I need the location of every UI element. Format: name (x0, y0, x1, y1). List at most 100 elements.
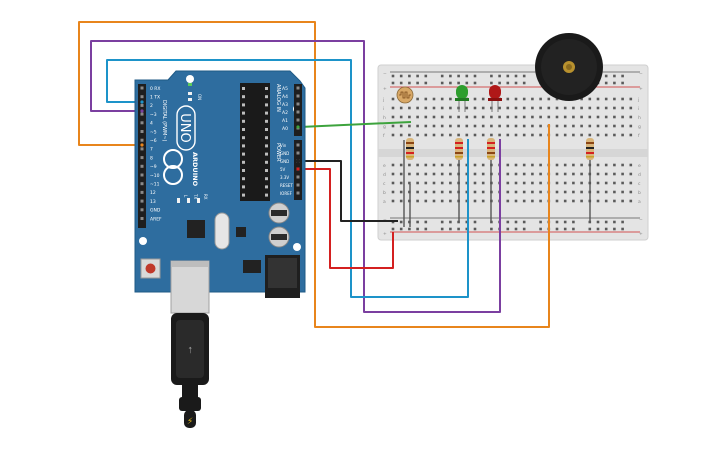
breadboard-hole[interactable] (432, 172, 436, 176)
breadboard-hole[interactable] (629, 181, 633, 185)
breadboard-hole[interactable] (539, 181, 542, 185)
digital-pin-hole[interactable] (140, 121, 144, 125)
breadboard-hole[interactable] (539, 163, 542, 167)
breadboard-hole[interactable] (547, 106, 551, 110)
breadboard-hole[interactable] (522, 220, 526, 224)
breadboard-hole[interactable] (604, 124, 608, 128)
power-pin-hole[interactable] (296, 151, 300, 155)
breadboard-hole[interactable] (416, 133, 419, 137)
breadboard-hole[interactable] (481, 199, 485, 203)
breadboard-hole[interactable] (555, 220, 559, 224)
breadboard-hole[interactable] (604, 106, 608, 110)
breadboard-hole[interactable] (506, 133, 510, 137)
breadboard-hole[interactable] (604, 97, 608, 101)
breadboard-hole[interactable] (465, 163, 469, 167)
breadboard-hole[interactable] (408, 74, 411, 78)
wire-purple[interactable] (90, 40, 501, 313)
breadboard-hole[interactable] (563, 199, 567, 203)
breadboard-hole[interactable] (391, 106, 395, 110)
breadboard-hole[interactable] (399, 106, 403, 110)
breadboard-hole[interactable] (432, 133, 436, 137)
breadboard-hole[interactable] (490, 74, 493, 78)
breadboard-hole[interactable] (588, 227, 592, 231)
digital-pin-hole[interactable] (140, 130, 144, 133)
breadboard-hole[interactable] (555, 97, 559, 101)
breadboard-hole[interactable] (457, 220, 460, 224)
breadboard-hole[interactable] (399, 163, 403, 167)
breadboard-hole[interactable] (555, 115, 559, 119)
digital-pin-hole[interactable] (140, 173, 144, 177)
breadboard-hole[interactable] (596, 97, 600, 101)
breadboard-hole[interactable] (563, 133, 567, 137)
digital-pin-hole[interactable] (140, 182, 144, 186)
breadboard-hole[interactable] (416, 97, 419, 101)
breadboard-hole[interactable] (572, 106, 575, 110)
breadboard-hole[interactable] (596, 124, 600, 128)
wire-red[interactable] (300, 168, 394, 269)
breadboard-hole[interactable] (596, 172, 600, 176)
breadboard-hole[interactable] (613, 124, 616, 128)
breadboard-hole[interactable] (481, 133, 485, 137)
breadboard-hole[interactable] (613, 74, 616, 78)
breadboard-hole[interactable] (449, 124, 452, 128)
breadboard-hole[interactable] (440, 220, 444, 224)
breadboard-hole[interactable] (440, 133, 444, 137)
breadboard-hole[interactable] (391, 74, 395, 78)
breadboard-hole[interactable] (563, 190, 567, 194)
breadboard-hole[interactable] (563, 115, 567, 119)
breadboard-hole[interactable] (522, 133, 526, 137)
breadboard-hole[interactable] (416, 115, 419, 119)
breadboard-hole[interactable] (555, 124, 559, 128)
breadboard-hole[interactable] (629, 133, 633, 137)
breadboard-hole[interactable] (457, 124, 460, 128)
breadboard-hole[interactable] (416, 124, 419, 128)
breadboard-hole[interactable] (440, 199, 444, 203)
breadboard-hole[interactable] (424, 181, 428, 185)
breadboard-hole[interactable] (621, 172, 624, 176)
breadboard-hole[interactable] (490, 106, 493, 110)
breadboard-hole[interactable] (473, 163, 477, 167)
breadboard-hole[interactable] (539, 220, 542, 224)
breadboard-hole[interactable] (440, 190, 444, 194)
breadboard-hole[interactable] (514, 74, 518, 78)
breadboard-hole[interactable] (522, 190, 526, 194)
breadboard-hole[interactable] (629, 106, 633, 110)
breadboard-hole[interactable] (424, 124, 428, 128)
breadboard-hole[interactable] (580, 115, 583, 119)
digital-pin-hole[interactable] (140, 86, 144, 90)
breadboard-hole[interactable] (514, 133, 518, 137)
breadboard-hole[interactable] (473, 220, 477, 224)
breadboard-hole[interactable] (506, 97, 510, 101)
breadboard-hole[interactable] (424, 74, 428, 78)
wire-green[interactable] (299, 121, 412, 128)
breadboard-hole[interactable] (621, 220, 624, 224)
breadboard-hole[interactable] (531, 106, 534, 110)
digital-pin-hole[interactable] (140, 217, 144, 220)
breadboard-hole[interactable] (473, 181, 477, 185)
breadboard-hole[interactable] (408, 133, 411, 137)
breadboard-hole[interactable] (432, 124, 436, 128)
breadboard-hole[interactable] (629, 115, 633, 119)
breadboard-hole[interactable] (449, 163, 452, 167)
breadboard-hole[interactable] (596, 199, 600, 203)
breadboard-hole[interactable] (531, 172, 534, 176)
breadboard-hole[interactable] (580, 133, 583, 137)
breadboard-hole[interactable] (408, 106, 411, 110)
breadboard-hole[interactable] (522, 74, 526, 78)
digital-pin-hole[interactable] (140, 164, 144, 168)
breadboard-hole[interactable] (416, 81, 419, 85)
breadboard-hole[interactable] (391, 81, 395, 85)
breadboard-hole[interactable] (432, 97, 436, 101)
breadboard-hole[interactable] (457, 133, 460, 137)
breadboard-hole[interactable] (408, 172, 411, 176)
breadboard-hole[interactable] (613, 81, 616, 85)
breadboard-hole[interactable] (596, 181, 600, 185)
power-pin-hole[interactable] (296, 175, 300, 179)
power-pin-hole[interactable] (296, 143, 300, 147)
breadboard-hole[interactable] (506, 172, 510, 176)
breadboard-hole[interactable] (539, 227, 542, 231)
breadboard-hole[interactable] (481, 163, 485, 167)
breadboard-hole[interactable] (531, 190, 534, 194)
breadboard-hole[interactable] (473, 227, 477, 231)
breadboard-hole[interactable] (604, 172, 608, 176)
